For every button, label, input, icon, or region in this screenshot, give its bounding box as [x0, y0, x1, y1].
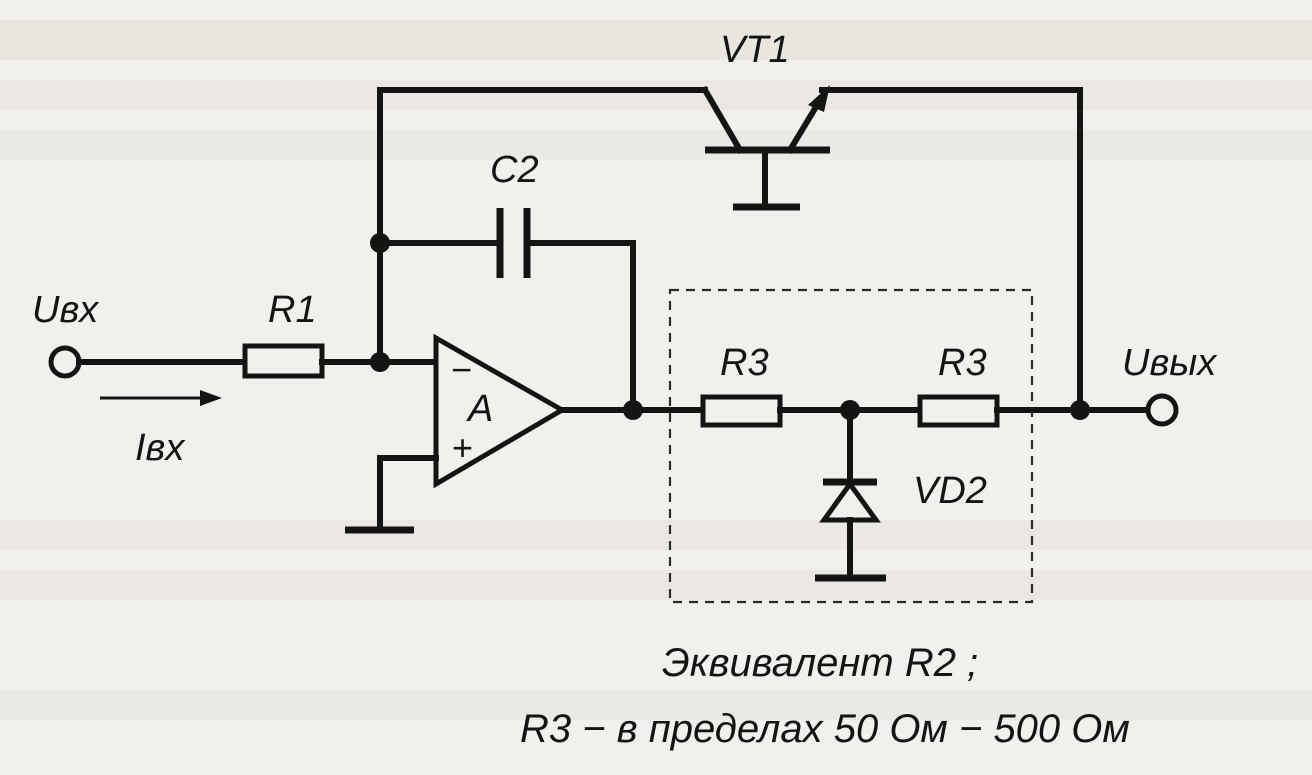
- resistor-r3-right: [917, 394, 1000, 428]
- vd2-triangle: [819, 479, 881, 523]
- input-terminal: [48, 345, 82, 379]
- opamp-a: [433, 333, 567, 489]
- r3-right-label: R3: [938, 342, 987, 384]
- input-current-label: Iвх: [135, 427, 186, 469]
- input-current-arrowhead: [200, 390, 222, 406]
- node-opamp-output: [623, 400, 643, 420]
- opamp-label: A: [466, 388, 493, 430]
- r3-left-label: R3: [720, 342, 769, 384]
- equivalent-r2-box: [668, 288, 1034, 604]
- output-voltage-label: Uвых: [1122, 342, 1218, 384]
- vt1-collector: [700, 85, 745, 155]
- resistor-r3-left: [700, 394, 783, 428]
- caption-line-1: Эквивалент R2 ;: [662, 641, 978, 685]
- resistor-r1: [242, 343, 325, 379]
- r1-label: R1: [268, 289, 317, 331]
- caption-line-2: R3 − в пределах 50 Ом − 500 Ом: [520, 707, 1130, 751]
- vt1-label: VT1: [720, 29, 790, 71]
- opamp-plus-sign: +: [452, 427, 473, 468]
- background-bleed-text: [0, 20, 1312, 720]
- vd2-label: VD2: [913, 470, 987, 512]
- c2-label: C2: [490, 149, 539, 191]
- opamp-minus-sign: −: [451, 349, 472, 390]
- input-voltage-label: Uвх: [32, 289, 100, 331]
- node-output: [1070, 400, 1090, 420]
- output-terminal: [1145, 393, 1179, 427]
